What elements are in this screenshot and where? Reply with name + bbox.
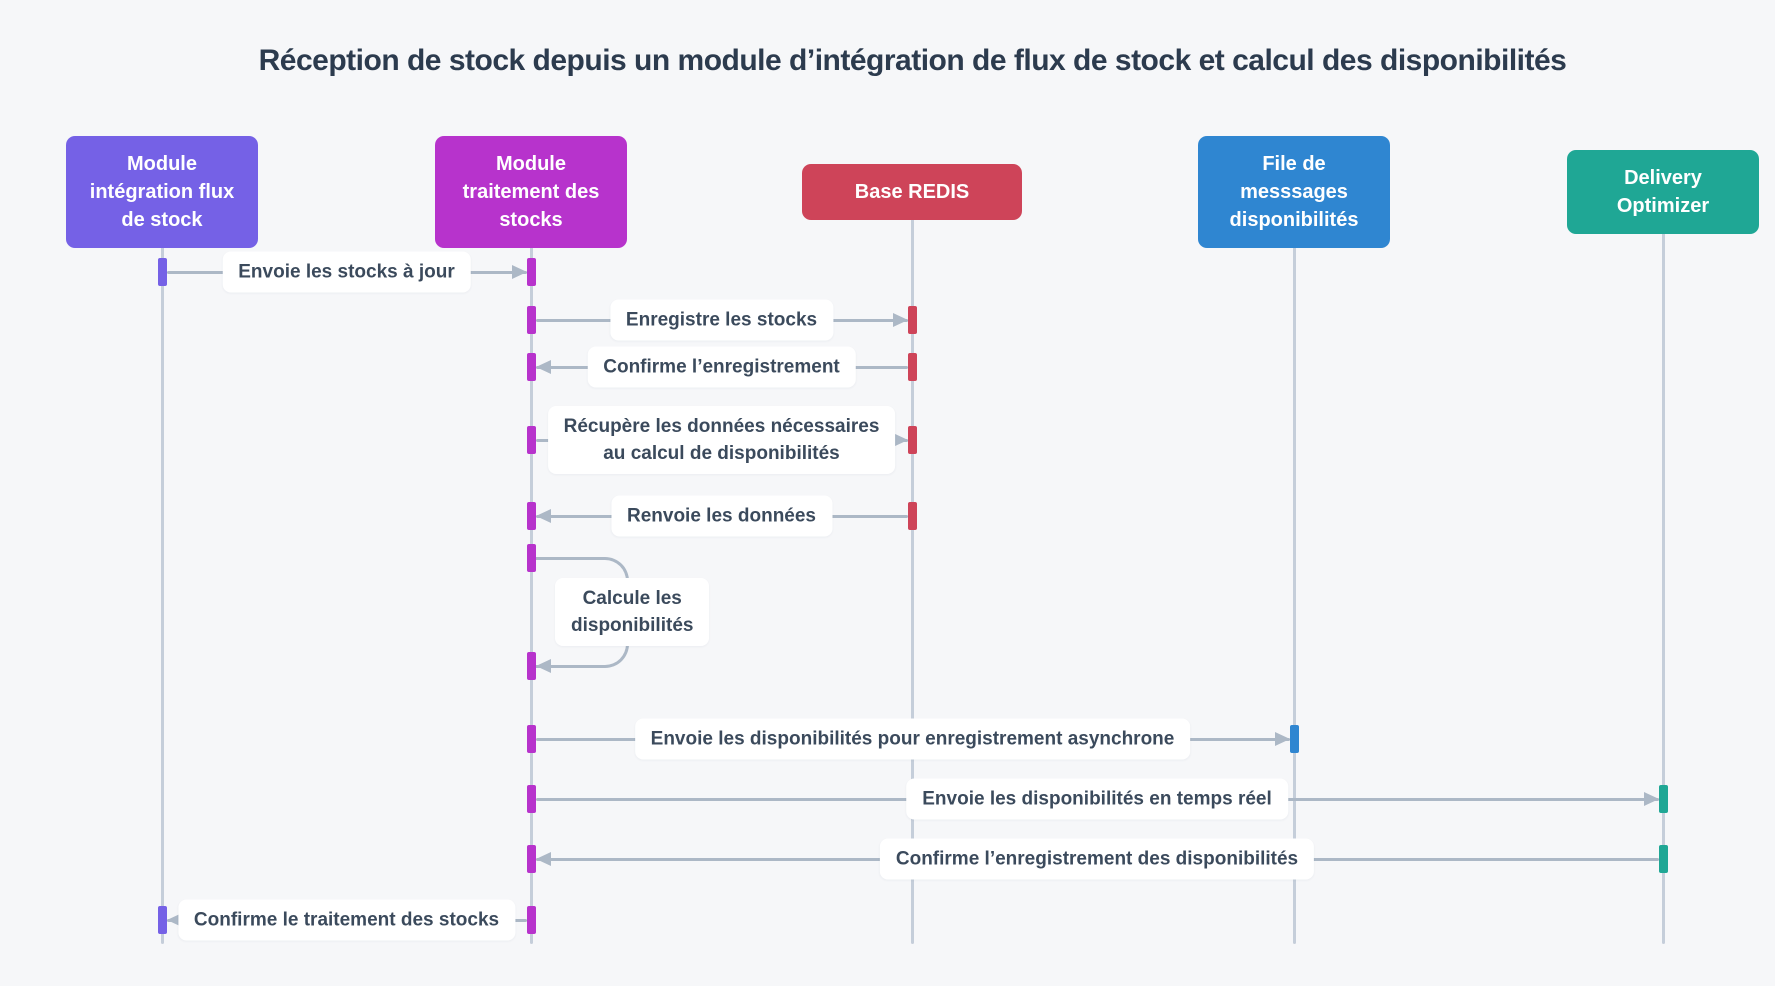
activation-bar-module-integration-flux-de-stock (157, 906, 167, 934)
actor-delivery-optimizer: Delivery Optimizer (1567, 150, 1759, 234)
activation-bar-module-traitement-des-stocks (526, 845, 536, 873)
activation-bar-module-traitement-des-stocks (526, 725, 536, 753)
lifeline-module-integration-flux-de-stock (160, 192, 164, 944)
activation-bar-delivery-optimizer (1658, 845, 1668, 873)
activation-bar-module-traitement-des-stocks (526, 258, 536, 286)
activation-bar-file-de-messsages-disponibilites (1289, 725, 1299, 753)
message-arrowhead (511, 265, 527, 279)
actor-file-de-messsages-disponibilites: File de messsages disponibilités (1198, 136, 1390, 248)
diagram-title: Réception de stock depuis un module d’in… (258, 44, 1567, 77)
message-label: Renvoie les données (610, 495, 833, 537)
message-arrowhead (535, 659, 551, 673)
message-label: Confirme le traitement des stocks (177, 899, 516, 941)
activation-bar-module-traitement-des-stocks (526, 306, 536, 334)
lifeline-base-redis (910, 192, 914, 944)
actor-label-module-traitement-des-stocks: Module traitement des stocks (462, 153, 600, 231)
message-arrowhead (535, 360, 551, 374)
actor-label-file-de-messsages-disponibilites: File de messsages disponibilités (1229, 153, 1359, 231)
activation-bar-base-redis (907, 426, 917, 454)
activation-bar-delivery-optimizer (1658, 785, 1668, 813)
activation-bar-module-traitement-des-stocks (526, 353, 536, 381)
message-arrowhead (892, 433, 908, 447)
activation-bar-module-traitement-des-stocks (526, 544, 536, 572)
message-label: Confirme l’enregistrement des disponibil… (879, 838, 1315, 880)
message-label: Récupère les données nécessaires au calc… (547, 406, 896, 474)
lifeline-delivery-optimizer (1661, 192, 1665, 944)
message-label: Confirme l’enregistrement (587, 346, 856, 388)
activation-bar-module-traitement-des-stocks (526, 502, 536, 530)
actor-label-base-redis: Base REDIS (854, 181, 970, 203)
activation-bar-module-integration-flux-de-stock (157, 258, 167, 286)
message-arrowhead (535, 852, 551, 866)
message-label: Envoie les stocks à jour (222, 251, 471, 293)
activation-bar-base-redis (907, 502, 917, 530)
message-label: Enregistre les stocks (609, 299, 834, 341)
activation-bar-module-traitement-des-stocks (526, 426, 536, 454)
message-arrowhead (1274, 732, 1290, 746)
message-label: Envoie les disponibilités pour enregistr… (634, 718, 1191, 760)
actor-module-traitement-des-stocks: Module traitement des stocks (435, 136, 627, 248)
activation-bar-base-redis (907, 306, 917, 334)
actor-base-redis: Base REDIS (802, 164, 1022, 220)
message-label: Envoie les disponibilités en temps réel (906, 778, 1288, 820)
message-arrowhead (1643, 792, 1659, 806)
activation-bar-module-traitement-des-stocks (526, 652, 536, 680)
lifeline-file-de-messsages-disponibilites (1292, 192, 1296, 944)
activation-bar-module-traitement-des-stocks (526, 906, 536, 934)
message-arrowhead (535, 509, 551, 523)
message-arrowhead (892, 313, 908, 327)
activation-bar-base-redis (907, 353, 917, 381)
message-arrowhead (166, 913, 182, 927)
message-label: Calcule les disponibilités (555, 578, 710, 646)
activation-bar-module-traitement-des-stocks (526, 785, 536, 813)
actor-label-module-integration-flux-de-stock: Module intégration flux de stock (89, 153, 235, 231)
actor-label-delivery-optimizer: Delivery Optimizer (1616, 167, 1710, 217)
actor-module-integration-flux-de-stock: Module intégration flux de stock (66, 136, 258, 248)
